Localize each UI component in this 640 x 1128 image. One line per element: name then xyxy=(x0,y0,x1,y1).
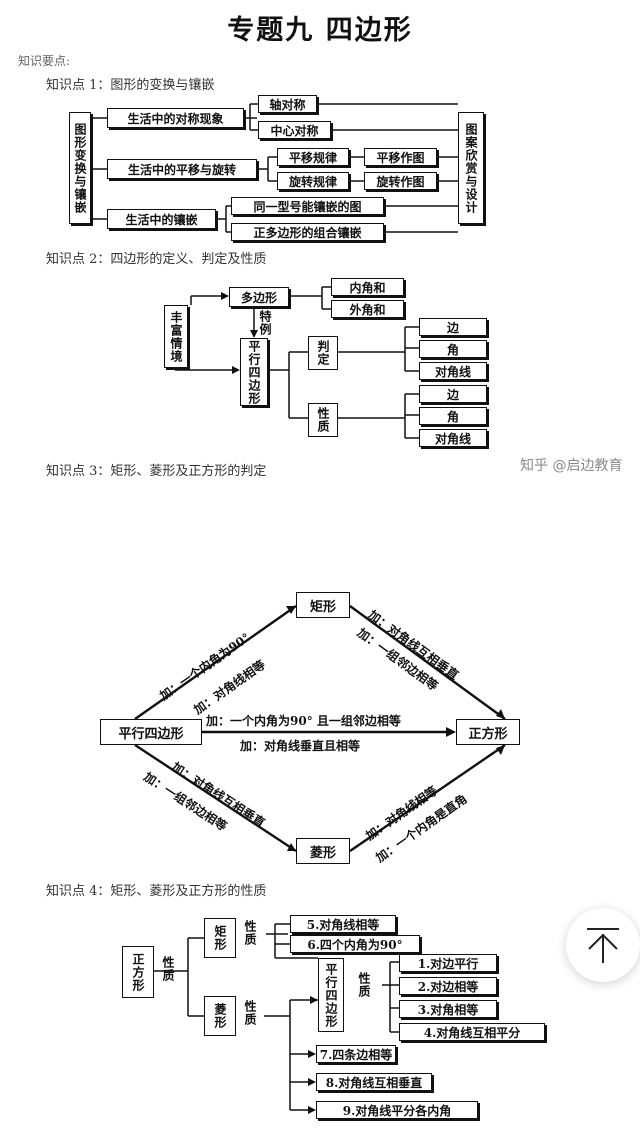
kp1-box-rot-draw: 旋转作图 xyxy=(364,172,437,190)
watermark: 知乎 @启边教育 xyxy=(520,458,623,474)
kp4-label-prop-rect: 性质 xyxy=(243,920,257,946)
kp1-box-rot-rule: 旋转规律 xyxy=(277,172,349,190)
kp4-box-p7: 7.四条边相等 xyxy=(316,1045,396,1063)
kp2-box-diag2: 对角线 xyxy=(419,429,487,447)
kp3-box-square: 正方形 xyxy=(456,719,520,745)
kp2-heading: 知识点 2：四边形的定义、判定及性质 xyxy=(46,252,267,267)
kp1-box-tessellation: 生活中的镶嵌 xyxy=(107,209,216,229)
kp2-box-side1: 边 xyxy=(419,318,487,336)
kp1-box-trans-rule: 平移规律 xyxy=(277,148,349,166)
arrow-up-icon xyxy=(587,928,619,963)
kp2-box-parallelogram: 平行四边形 xyxy=(240,338,268,406)
kp1-box-symmetry: 生活中的对称现象 xyxy=(107,108,244,128)
kp1-box-central: 中心对称 xyxy=(258,121,331,139)
kp2-box-side2: 边 xyxy=(419,385,487,403)
kp3-box-parallelogram: 平行四边形 xyxy=(100,719,202,745)
kp4-box-parallelogram: 平行四边形 xyxy=(318,958,344,1032)
kp2-box-angle2: 角 xyxy=(419,407,487,425)
kp1-right-box: 图案欣赏与设计 xyxy=(458,112,484,224)
kp4-box-p2: 2.对边相等 xyxy=(399,977,497,995)
kp1-box-regular-combo: 正多边形的组合镶嵌 xyxy=(231,223,384,241)
page-title: 专题九 四边形 xyxy=(227,15,413,46)
kp2-box-prop: 性质 xyxy=(308,403,338,437)
kp4-box-square: 正方形 xyxy=(122,946,154,998)
kp2-box-outer: 外角和 xyxy=(331,300,404,318)
kp2-box-polygon: 多边形 xyxy=(229,287,289,307)
kp4-box-rectangle: 矩形 xyxy=(204,918,236,958)
kp4-box-p5: 5.对角线相等 xyxy=(290,915,396,933)
kp4-box-p9: 9.对角线平分各内角 xyxy=(316,1101,478,1119)
kp1-box-axial: 轴对称 xyxy=(258,95,317,113)
kp1-box-translation: 生活中的平移与旋转 xyxy=(107,159,257,179)
kp4-box-rhombus: 菱形 xyxy=(204,996,236,1036)
kp4-box-p3: 3.对角相等 xyxy=(399,1000,497,1018)
kp4-label-prop: 性质 xyxy=(161,956,175,982)
kp2-box-diag1: 对角线 xyxy=(419,362,487,380)
kp4-box-p8: 8.对角线互相垂直 xyxy=(316,1073,432,1091)
kp3-box-rectangle: 矩形 xyxy=(296,592,350,618)
kp2-box-angle1: 角 xyxy=(419,340,487,358)
kp2-label-special: 特例 xyxy=(258,310,272,336)
kp4-box-p1: 1.对边平行 xyxy=(399,954,497,972)
kp4-box-p6: 6.四个内角为90° xyxy=(290,935,420,953)
kp2-box-inner: 内角和 xyxy=(331,278,404,296)
kp2-box-rich: 丰富情境 xyxy=(164,305,188,368)
kp1-left-box: 图形变换与镶嵌 xyxy=(69,112,91,224)
kp1-box-trans-draw: 平移作图 xyxy=(364,148,437,166)
kp4-label-prop-para: 性质 xyxy=(357,972,371,998)
kp2-box-judge: 判定 xyxy=(308,336,338,370)
kp3-label-angle-and-adjacent: 加：一个内角为90° 且一组邻边相等 xyxy=(206,714,401,728)
kp4-heading: 知识点 4：矩形、菱形及正方形的性质 xyxy=(46,884,267,899)
back-to-top-button[interactable] xyxy=(566,908,640,982)
kp4-box-p4: 4.对角线互相平分 xyxy=(399,1023,545,1041)
kp3-box-rhombus: 菱形 xyxy=(296,838,350,864)
kp1-box-same-type: 同一型号能镶嵌的图 xyxy=(231,197,384,215)
kp4-label-prop-rhombus: 性质 xyxy=(243,1000,257,1026)
kp3-label-diag-perp-equal: 加：对角线垂直且相等 xyxy=(240,739,361,753)
kp3-heading: 知识点 3：矩形、菱形及正方形的判定 xyxy=(46,464,267,479)
kp1-heading: 知识点 1：图形的变换与镶嵌 xyxy=(46,78,215,93)
subtitle: 知识要点: xyxy=(18,54,71,68)
